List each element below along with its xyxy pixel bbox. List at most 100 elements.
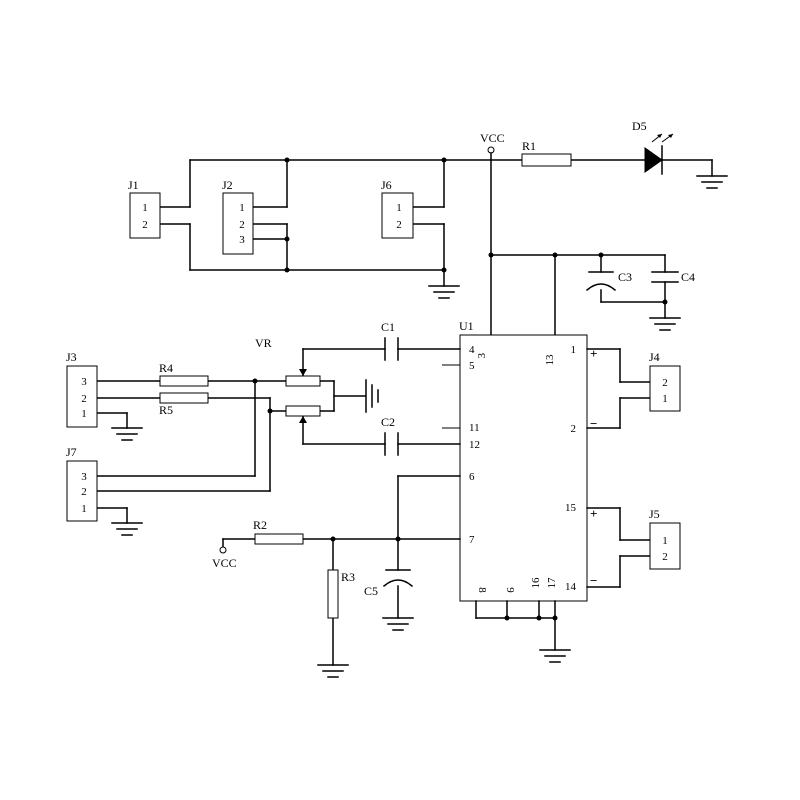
connector-j7: J7 3 2 1	[66, 445, 98, 522]
svg-text:2: 2	[662, 551, 668, 563]
svg-text:1: 1	[662, 535, 668, 547]
svg-text:2: 2	[239, 219, 245, 231]
svg-text:8: 8	[476, 587, 488, 593]
svg-text:11: 11	[469, 422, 480, 434]
svg-text:2: 2	[396, 219, 402, 231]
connector-j3: J3 3 2 1	[66, 350, 98, 428]
j1-label: J1	[128, 178, 139, 192]
bias-wiring	[222, 475, 556, 666]
svg-text:7: 7	[469, 534, 475, 546]
j4-label: J4	[649, 350, 660, 364]
r5-label: R5	[159, 403, 173, 417]
ground-icon	[696, 175, 728, 189]
svg-text:+: +	[590, 346, 597, 361]
c1-label: C1	[381, 320, 395, 334]
svg-text:14: 14	[565, 581, 577, 593]
capacitor-c4: C4	[651, 270, 695, 284]
connector-j6: J6 1 2	[381, 178, 414, 239]
resistor-r4: R4	[159, 361, 209, 387]
svg-text:3: 3	[81, 376, 87, 388]
svg-text:2: 2	[81, 486, 87, 498]
potentiometer-vr: VR	[255, 336, 321, 423]
ic-u1: U1 3 13 4 5 11 12 6 7 1 2 15 14 8 9 16 1…	[459, 319, 597, 602]
led-d5: D5	[632, 119, 674, 175]
svg-text:1: 1	[571, 344, 577, 356]
svg-text:+: +	[590, 506, 597, 521]
svg-text:2: 2	[81, 393, 87, 405]
j3-label: J3	[66, 350, 77, 364]
resistor-r5: R5	[159, 392, 209, 417]
svg-text:1: 1	[396, 202, 402, 214]
svg-text:2: 2	[662, 377, 668, 389]
connector-j5: J5 1 2	[649, 507, 681, 570]
junction-dots-input	[252, 378, 273, 414]
c3-label: C3	[618, 270, 632, 284]
svg-text:9: 9	[504, 587, 516, 593]
j2-label: J2	[222, 178, 233, 192]
r2-label: R2	[253, 518, 267, 532]
output-wiring	[586, 348, 651, 588]
ground-icon	[428, 285, 460, 299]
svg-text:3: 3	[81, 471, 87, 483]
top-wiring	[159, 159, 713, 336]
input-wiring	[96, 348, 461, 524]
ground-icon	[539, 649, 571, 663]
svg-text:−: −	[590, 416, 597, 431]
ground-symbols	[111, 175, 728, 678]
vr-label: VR	[255, 336, 272, 350]
vcc-terminal-top: VCC	[480, 131, 505, 161]
svg-text:3: 3	[239, 234, 245, 246]
j7-label: J7	[66, 445, 77, 459]
svg-text:2: 2	[142, 219, 148, 231]
c2-label: C2	[381, 415, 395, 429]
svg-text:1: 1	[81, 408, 87, 420]
svg-text:15: 15	[565, 502, 577, 514]
ground-icon	[111, 427, 143, 441]
resistor-r2: R2	[253, 518, 304, 545]
chassis-ground-symbol	[365, 379, 379, 413]
r4-label: R4	[159, 361, 173, 375]
svg-text:1: 1	[662, 393, 668, 405]
ground-icon	[382, 617, 414, 631]
u1-pin-stubs	[442, 364, 460, 429]
vcc-top-label: VCC	[480, 131, 505, 145]
capacitor-c2: C2	[381, 415, 399, 456]
svg-text:2: 2	[571, 423, 577, 435]
capacitor-c1: C1	[381, 320, 399, 361]
c4-label: C4	[681, 270, 695, 284]
svg-text:5: 5	[469, 360, 475, 372]
connector-j1: J1 1 2	[128, 178, 161, 239]
svg-text:13: 13	[544, 354, 556, 366]
resistor-r1: R1	[521, 139, 572, 167]
r3-label: R3	[341, 570, 355, 584]
j5-label: J5	[649, 507, 660, 521]
svg-text:3: 3	[476, 353, 488, 359]
svg-text:1: 1	[81, 503, 87, 515]
d5-label: D5	[632, 119, 647, 133]
svg-text:−: −	[590, 573, 597, 588]
connector-j4: J4 2 1	[649, 350, 681, 412]
vcc-terminal-left: VCC	[212, 546, 237, 570]
ground-icon	[649, 317, 681, 331]
capacitor-c5: C5	[364, 569, 414, 598]
svg-text:4: 4	[469, 344, 475, 356]
svg-text:1: 1	[142, 202, 148, 214]
svg-text:17: 17	[546, 577, 558, 589]
ground-icon	[111, 522, 143, 536]
u1-label: U1	[459, 319, 474, 333]
svg-text:1: 1	[239, 202, 245, 214]
resistor-r3: R3	[327, 569, 355, 619]
svg-text:6: 6	[469, 471, 475, 483]
junction-dots-top	[284, 157, 668, 305]
svg-text:16: 16	[530, 577, 542, 589]
capacitor-c3: C3	[585, 270, 632, 292]
junction-dots-bias	[330, 536, 558, 621]
vcc-left-label: VCC	[212, 556, 237, 570]
c5-label: C5	[364, 584, 378, 598]
ground-icon	[317, 664, 349, 678]
connector-j2: J2 1 2 3	[222, 178, 254, 255]
j6-label: J6	[381, 178, 392, 192]
r1-label: R1	[522, 139, 536, 153]
svg-text:12: 12	[469, 439, 480, 451]
